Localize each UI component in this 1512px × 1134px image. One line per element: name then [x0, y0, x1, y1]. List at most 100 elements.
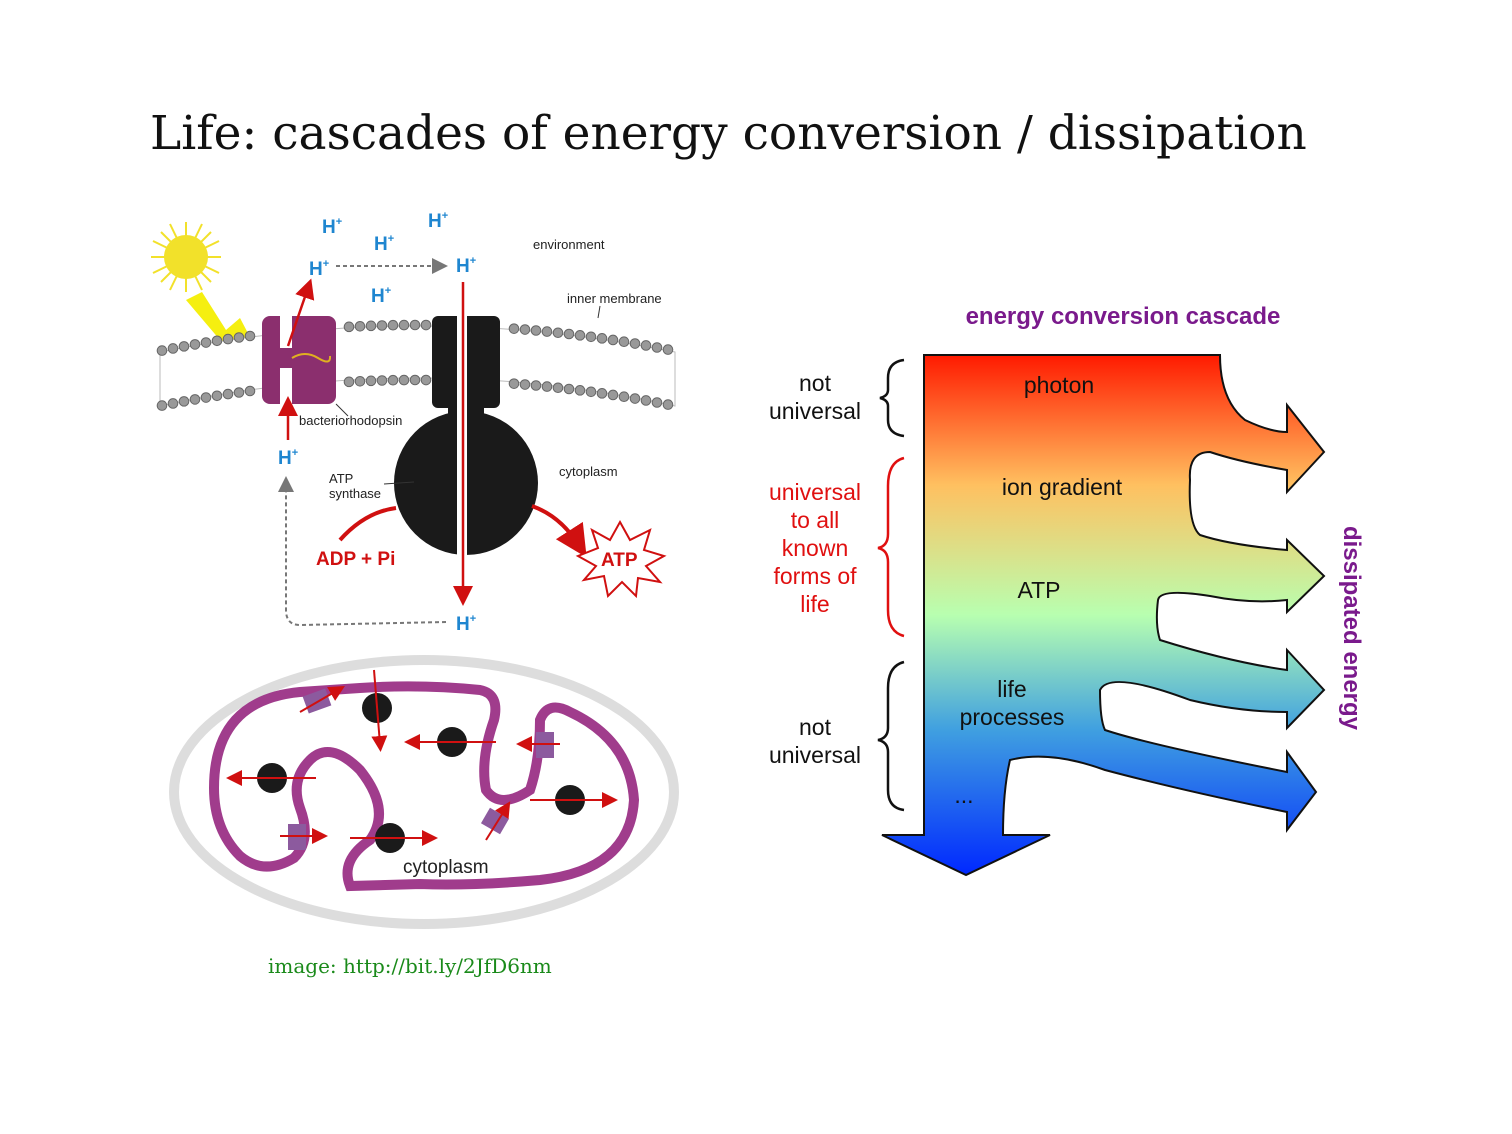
lipid-head [244, 330, 256, 342]
lipid-head [167, 398, 179, 409]
proton-label: H+ [456, 613, 476, 635]
return-arrow [278, 476, 447, 627]
stage-atp: ATP [1017, 577, 1060, 603]
lipid-head [365, 320, 377, 332]
lipid-head [222, 388, 234, 400]
lipid-head [167, 343, 179, 354]
environment-label: environment [533, 237, 605, 252]
lipid-head [563, 383, 575, 395]
proton-label: H+ [309, 258, 329, 280]
cell-diagram: cytoplasm [169, 655, 679, 929]
atp-burst-icon [575, 519, 667, 599]
proton-label: H+ [371, 285, 391, 307]
bacteriorhodopsin-label: bacteriorhodopsin [299, 413, 402, 428]
lipid-head [189, 339, 201, 350]
atp-arrow [531, 504, 587, 558]
lipid-head [629, 338, 641, 349]
lipid-head [178, 396, 190, 407]
lipid-head [387, 319, 399, 331]
lipid-head [585, 386, 597, 398]
proton-label: H+ [322, 216, 342, 238]
proton-label: H+ [278, 447, 298, 469]
lipid-head [618, 391, 630, 403]
inner-membrane-label: inner membrane [567, 291, 662, 306]
adp-arrow [338, 506, 397, 542]
stage-photon: photon [1024, 372, 1094, 398]
lipid-head [244, 385, 256, 397]
atp-synthase-label: synthase [329, 486, 381, 501]
bracket-not-universal-top [879, 358, 905, 438]
lipid-head [640, 340, 652, 351]
lipid-head [530, 325, 542, 336]
lipid-head [640, 395, 652, 406]
lipid-head [596, 333, 608, 344]
lipid-head [530, 380, 542, 391]
lipid-head [376, 375, 388, 386]
lipid-head [651, 397, 663, 408]
lipid-head [574, 385, 586, 396]
dissipated-energy-label: dissipated energy [1338, 526, 1365, 731]
proton-label: H+ [428, 210, 448, 232]
lipid-head [519, 379, 531, 390]
lipid-head [200, 392, 212, 403]
proton-label: H+ [456, 255, 476, 277]
pump-out-arrow [286, 278, 315, 347]
lipid-head [541, 326, 553, 337]
sun-icon [151, 222, 221, 292]
lipid-head [662, 344, 674, 355]
lipid-head [629, 393, 641, 404]
atp-label: ATP [601, 550, 638, 571]
bracket-universal [877, 456, 905, 638]
lipid-head [365, 375, 377, 387]
lipid-head [409, 374, 421, 386]
lipid-head [189, 394, 201, 405]
lipid-head [563, 328, 575, 340]
adp-pi-label: ADP + Pi [316, 549, 395, 570]
lipid-head [574, 330, 586, 341]
stage-more: ... [954, 782, 973, 808]
lipid-head [343, 321, 355, 333]
cytoplasm-label: cytoplasm [403, 857, 489, 878]
proton-label: H+ [374, 233, 394, 255]
lipid-head [387, 374, 399, 386]
lipid-head [211, 335, 223, 347]
lipid-head [343, 376, 355, 388]
bracket-not-universal-bottom [877, 660, 905, 812]
bacteriorhodopsin-protein [262, 316, 336, 404]
lipid-head [420, 374, 432, 386]
lipid-head [618, 336, 630, 348]
lipid-head [178, 341, 190, 352]
lipid-head [607, 334, 619, 346]
lipid-head [519, 324, 531, 335]
lipid-head [508, 378, 520, 389]
lipid-head [354, 375, 366, 387]
cascade-title: energy conversion cascade [966, 303, 1281, 330]
lipid-head [662, 399, 674, 410]
lipid-head [376, 320, 388, 331]
lipid-head [211, 390, 223, 402]
lipid-head [233, 387, 245, 398]
lipid-head [585, 331, 597, 343]
lipid-head [552, 382, 564, 394]
lipid-head [156, 345, 168, 356]
stage-ion-gradient: ion gradient [1002, 474, 1123, 500]
cascade-arrow [881, 354, 1326, 877]
slide-title: Life: cascades of energy conversion / di… [150, 106, 1307, 161]
lipid-head [552, 327, 564, 339]
lipid-head [541, 381, 553, 392]
atp-synthase-label: ATP [329, 471, 353, 486]
lipid-head [156, 400, 168, 411]
lipid-head [398, 319, 410, 331]
lipid-head [354, 320, 366, 332]
lipid-head [222, 333, 234, 345]
lipid-head [200, 337, 212, 348]
lipid-head [233, 332, 245, 343]
lipid-head [651, 342, 663, 353]
lipid-head [607, 389, 619, 401]
cytoplasm-label: cytoplasm [559, 464, 618, 479]
